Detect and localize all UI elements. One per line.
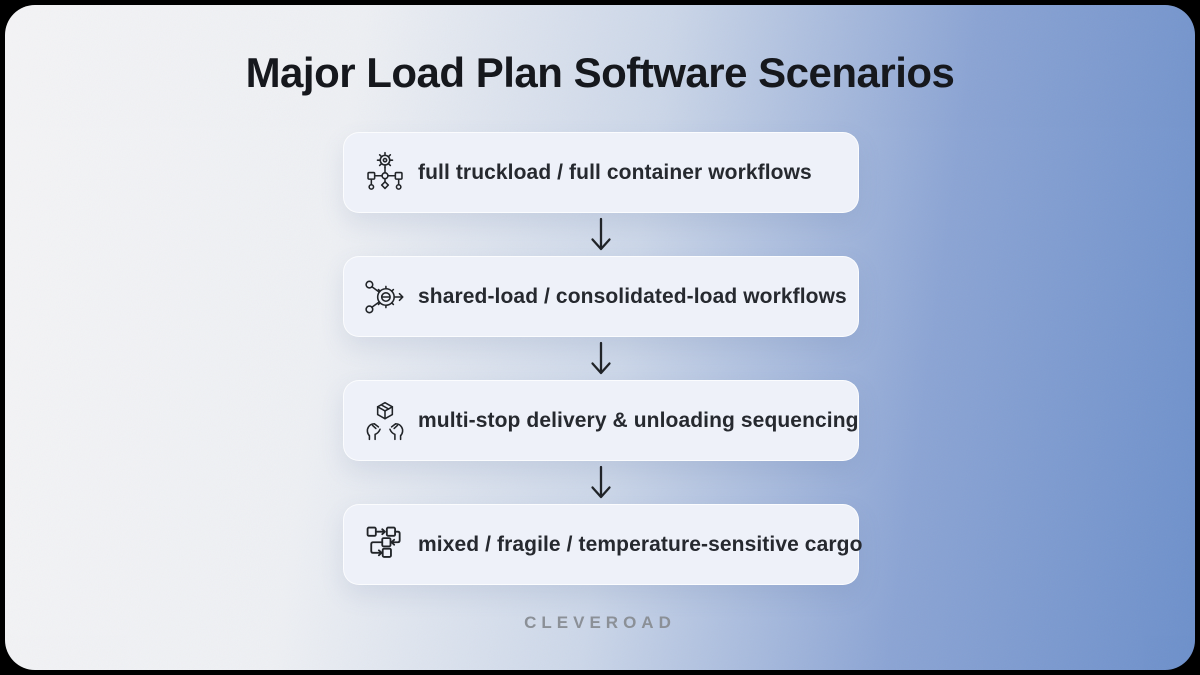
hands-holding-box-icon: [362, 398, 408, 444]
down-arrow-icon: [591, 341, 611, 374]
flowchart-sequence-icon: [362, 522, 408, 568]
brand-logo: CLEVEROAD: [524, 613, 676, 632]
step-label: shared-load / consolidated-load workflow…: [418, 284, 847, 308]
step-card-multi-stop: multi-stop delivery & unloading sequenci…: [343, 380, 859, 461]
gear-share-arrow-icon: [362, 274, 408, 320]
down-arrow-icon: [591, 465, 611, 498]
flow-connector: [343, 337, 859, 380]
flow-diagram: full truckload / full container workflow…: [343, 132, 862, 585]
step-card-full-truckload: full truckload / full container workflow…: [343, 132, 859, 213]
flow-connector: [343, 461, 859, 504]
step-label: full truckload / full container workflow…: [418, 160, 812, 184]
step-label: multi-stop delivery & unloading sequenci…: [418, 408, 859, 432]
canvas: Major Load Plan Software Scenarios: [5, 5, 1195, 670]
flow-connector: [343, 213, 859, 256]
workflow-gear-hierarchy-icon: [362, 150, 408, 196]
step-card-shared-load: shared-load / consolidated-load workflow…: [343, 256, 859, 337]
step-label: mixed / fragile / temperature-sensitive …: [418, 532, 863, 556]
page-title: Major Load Plan Software Scenarios: [245, 49, 955, 96]
step-card-mixed-cargo: mixed / fragile / temperature-sensitive …: [343, 504, 862, 585]
down-arrow-icon: [591, 217, 611, 250]
